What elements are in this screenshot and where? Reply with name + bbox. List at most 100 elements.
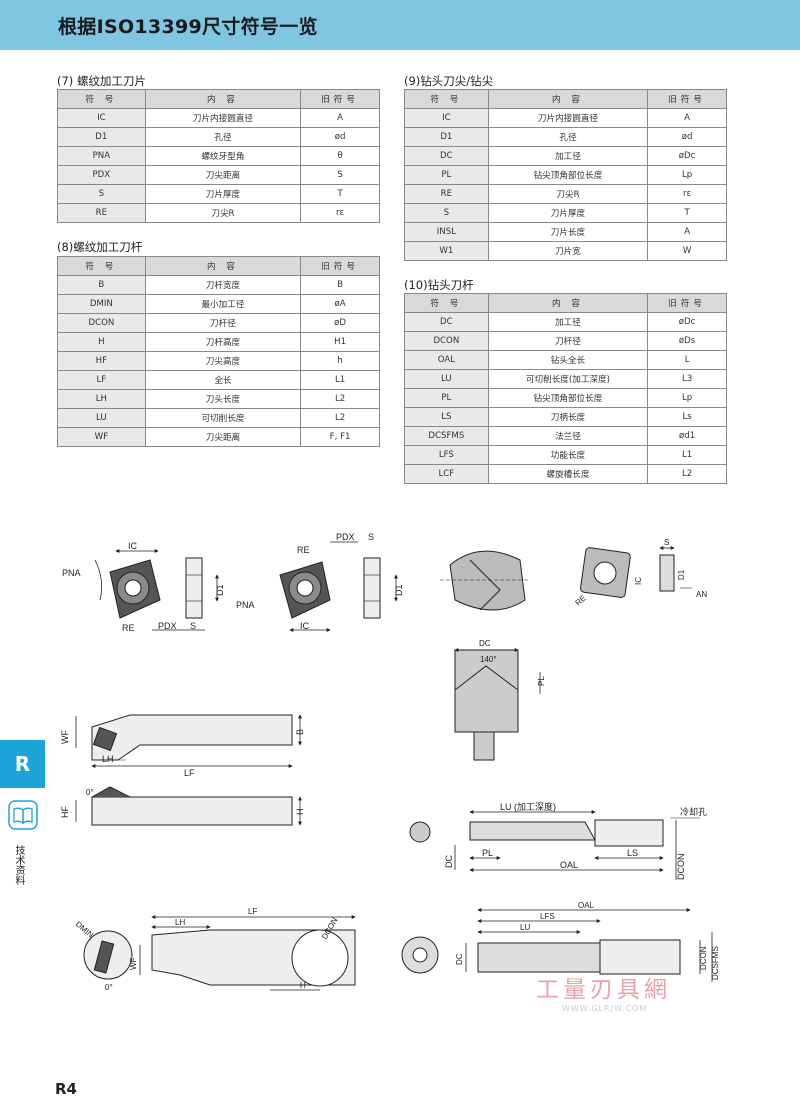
cell-symbol: S	[404, 203, 489, 223]
label-s-2: S	[368, 532, 374, 542]
page-header: 根据ISO13399尺寸符号一览	[0, 0, 800, 50]
cell-old-symbol: L2	[647, 464, 727, 484]
cell-old-symbol: øD	[300, 313, 380, 333]
cell-old-symbol: ød1	[647, 426, 727, 446]
label-dc-2: DC	[444, 855, 454, 868]
cell-symbol: OAL	[404, 350, 489, 370]
threading-insert-internal-drawing: RE PDX S PNA IC D1	[236, 532, 404, 632]
label-coolant: 冷却孔	[680, 806, 707, 817]
cell-symbol: DCON	[57, 313, 146, 333]
th-symbol: 符 号	[57, 89, 146, 109]
cell-old-symbol: øDs	[647, 331, 727, 351]
label-h-2: H	[300, 981, 306, 990]
cell-old-symbol: L2	[300, 389, 380, 409]
cell-content: 全长	[144, 370, 302, 390]
page-number: R4	[55, 1080, 77, 1098]
cell-old-symbol: Lp	[647, 165, 727, 185]
cell-content: 加工径	[487, 312, 649, 332]
cell-symbol: IC	[404, 108, 489, 128]
cell-content: 螺旋槽长度	[487, 464, 649, 484]
label-ic-3: IC	[634, 577, 643, 585]
cell-symbol: DC	[404, 312, 489, 332]
th-content: 内 容	[487, 293, 649, 313]
indexable-drill-drawing: OAL LFS LU DC DCON DCSFMS	[401, 901, 720, 982]
cell-content: 孔径	[487, 127, 649, 147]
cell-symbol: DCSFMS	[404, 426, 489, 446]
boring-bar-drawing: LF LH H WF DMIN 0° DCON	[74, 907, 356, 992]
cell-old-symbol: rε	[300, 203, 380, 223]
cell-symbol: D1	[404, 127, 489, 147]
label-re-1: RE	[122, 623, 135, 633]
cell-old-symbol: h	[300, 351, 380, 371]
cell-content: 钻头全长	[487, 350, 649, 370]
label-angle-140: 140°	[480, 655, 497, 664]
cell-content: 可切削长度(加工深度)	[487, 369, 649, 389]
label-ls: LS	[627, 848, 638, 858]
book-icon	[8, 800, 38, 830]
label-dcon-1: DCON	[676, 854, 686, 881]
cell-old-symbol: F, F1	[300, 427, 380, 447]
label-lu: LU	[520, 923, 530, 932]
cell-content: 刀杆高度	[144, 332, 302, 352]
cell-content: 刀尖R	[487, 184, 649, 204]
cell-content: 钻尖顶角部位长度	[487, 388, 649, 408]
label-dc-1: DC	[479, 639, 491, 648]
label-s-1: S	[190, 621, 196, 631]
cell-content: 钻尖顶角部位长度	[487, 165, 649, 185]
cell-old-symbol: W	[647, 241, 727, 261]
label-wf-2: WF	[129, 957, 138, 970]
cell-content: 刀片厚度	[487, 203, 649, 223]
label-wf-1: WF	[60, 730, 70, 744]
label-re-2: RE	[297, 545, 310, 555]
label-pdx-2: PDX	[336, 532, 355, 542]
label-dc-3: DC	[455, 953, 464, 965]
cell-content: 螺纹牙型角	[144, 146, 302, 166]
cell-symbol: PNA	[57, 146, 146, 166]
watermark-text: 工量刃具網	[536, 977, 671, 1003]
cell-old-symbol: S	[300, 165, 380, 185]
label-lh-2: LH	[175, 918, 185, 927]
label-lf-2: LF	[248, 907, 257, 916]
cell-content: 刀片内接圆直径	[487, 108, 649, 128]
label-lfs: LFS	[540, 912, 555, 921]
section-title-drill-tips: (9)钻头刀尖/钻尖	[404, 74, 494, 88]
label-dcon-3: DCON	[699, 946, 708, 970]
th-old-symbol: 旧符号	[647, 89, 727, 109]
cell-old-symbol: ød	[300, 127, 380, 147]
cell-old-symbol: Ls	[647, 407, 727, 427]
label-oal-1: OAL	[560, 860, 578, 870]
cell-symbol: INSL	[404, 222, 489, 242]
page-title: 根据ISO13399尺寸符号一览	[58, 16, 318, 38]
section-tab-r[interactable]: R	[0, 740, 45, 788]
threading-holder-external-drawing: WF B LH LF	[60, 714, 305, 778]
label-zero-1: 0°	[86, 788, 94, 797]
cell-symbol: DCON	[404, 331, 489, 351]
label-zero-2: 0°	[105, 983, 113, 992]
cell-symbol: PL	[404, 388, 489, 408]
label-oal-2: OAL	[578, 901, 595, 910]
cell-old-symbol: A	[647, 108, 727, 128]
label-pna-1: PNA	[62, 568, 81, 578]
label-lh-1: LH	[102, 754, 114, 764]
cell-content: 加工径	[487, 146, 649, 166]
